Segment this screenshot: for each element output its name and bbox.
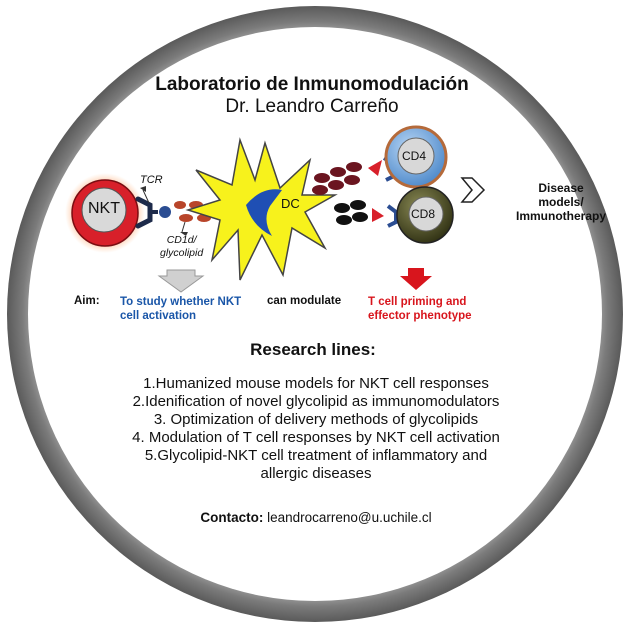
research-line-4: 4. Modulation of T cell responses by NKT… xyxy=(132,429,500,446)
contact-label: Contacto: xyxy=(200,510,264,525)
lab-title: Laboratorio de Inmunomodulación xyxy=(155,74,469,95)
research-title: Research lines: xyxy=(250,340,376,359)
aim-middle-text: can modulate xyxy=(267,295,342,307)
aim-blue-line1: To study whether NKT xyxy=(120,296,242,308)
cd4-label: CD4 xyxy=(402,149,427,163)
outer-ring xyxy=(7,6,623,622)
cd4-cell xyxy=(384,125,448,189)
outcome-label-line2: models/ xyxy=(538,195,584,209)
outcome-label: Disease models/ Immunotherapy xyxy=(516,181,606,223)
aim-blue-line2: cell activation xyxy=(120,310,197,322)
outcome-arrow xyxy=(460,177,486,203)
cd8-cell xyxy=(396,186,454,244)
tcr-receptor xyxy=(135,186,158,229)
contact-email[interactable]: leandrocarreno@u.uchile.cl xyxy=(267,510,432,525)
nkt-cell xyxy=(65,173,145,253)
nkt-label: NKT xyxy=(88,200,120,217)
research-line-2: 2.Idenification of novel glycolipid as i… xyxy=(132,393,500,410)
research-line-3: 3. Optimization of delivery methods of g… xyxy=(153,411,479,428)
research-line-1: 1.Humanized mouse models for NKT cell re… xyxy=(143,375,489,392)
aim-red-arrow xyxy=(400,268,432,290)
cd1d-label-line1: CD1d/ xyxy=(166,234,197,246)
aim-red-line1: T cell priming and xyxy=(368,296,467,308)
cd1d-label-line2: glycolipid xyxy=(160,247,204,259)
aim-red-line2: effector phenotype xyxy=(368,310,472,322)
tcr-label: TCR xyxy=(140,174,163,186)
cd8-label: CD8 xyxy=(411,207,436,221)
cd1d-label: CD1d/ glycolipid xyxy=(160,234,203,260)
aim-gray-arrow xyxy=(157,269,205,293)
dc-cd4-synapse xyxy=(312,156,396,195)
dc-cell xyxy=(185,137,338,281)
lab-head: Dr. Leandro Carreño xyxy=(225,96,399,117)
research-line-6: allergic diseases xyxy=(260,465,372,482)
outcome-label-line3: Immunotherapy xyxy=(516,209,607,223)
research-line-5: 5.Glycolipid-NKT cell treatment of infla… xyxy=(144,447,488,464)
dc-cd8-synapse xyxy=(334,200,398,228)
aim-blue-text: To study whether NKT cell activation xyxy=(120,295,241,323)
dc-label: DC xyxy=(281,196,300,211)
outcome-label-line1: Disease xyxy=(538,181,584,195)
aim-label: Aim: xyxy=(74,295,100,307)
aim-red-text: T cell priming and effector phenotype xyxy=(368,295,472,323)
contact: Contacto: leandrocarreno@u.uchile.cl xyxy=(200,510,431,525)
